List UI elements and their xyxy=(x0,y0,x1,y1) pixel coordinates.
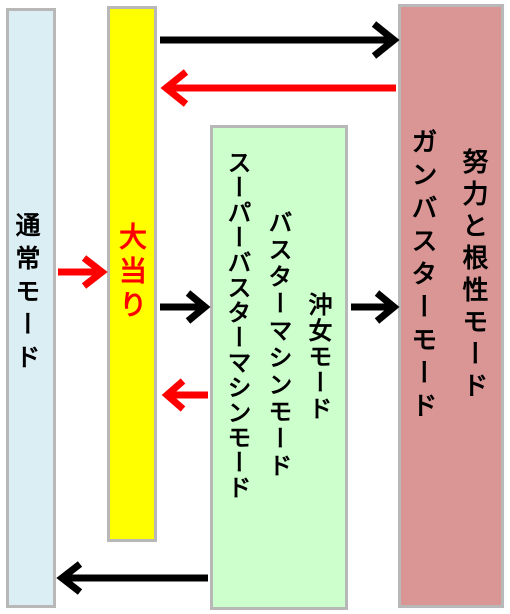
super-buster-machine-mode-label: スーパーバスターマシンモード xyxy=(223,150,251,500)
arrow-okime-to-normal xyxy=(56,561,208,595)
arrow-jackpot-to-okime xyxy=(160,290,211,324)
arrow-okime-to-jackpot xyxy=(161,378,208,412)
jackpot-box xyxy=(107,6,157,542)
arrow-jackpot-to-gunbuster xyxy=(160,21,400,59)
buster-machine-mode-label: バスターマシンモード xyxy=(264,210,292,480)
jackpot-label: 大当り xyxy=(115,222,148,324)
okime-mode-box xyxy=(210,125,348,610)
arrow-okime-to-gunbuster xyxy=(351,290,400,324)
effort-guts-mode-label: 努力と根性モード xyxy=(458,148,488,404)
gunbuster-mode-label: ガンバスターモード xyxy=(407,128,437,425)
normal-mode-label: 通常モード xyxy=(12,212,41,377)
arrow-normal-to-jackpot xyxy=(58,255,108,289)
okime-mode-label: 沖女モード xyxy=(304,292,332,422)
gunbuster-mode-box xyxy=(398,4,504,608)
arrow-gunbuster-to-jackpot xyxy=(160,69,396,107)
normal-mode-box xyxy=(6,8,56,608)
